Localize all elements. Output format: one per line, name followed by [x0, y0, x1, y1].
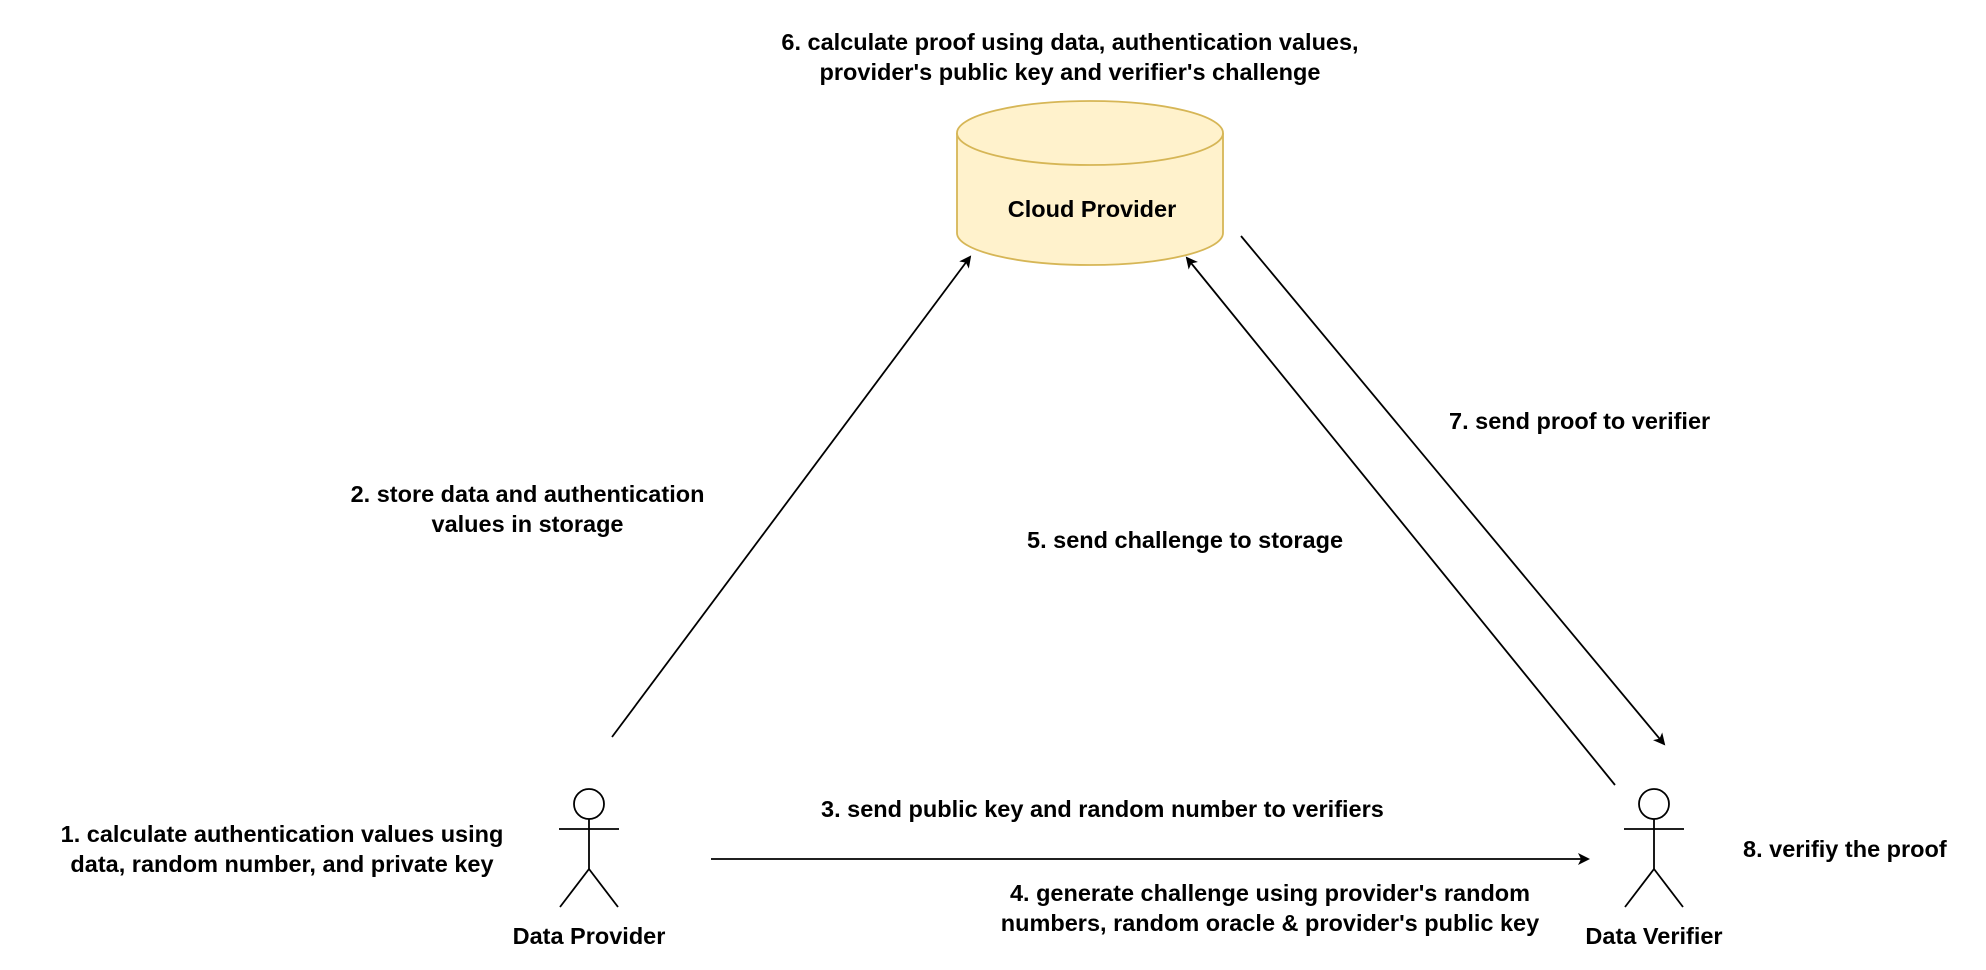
cloud-provider-node[interactable]: Cloud Provider [956, 100, 1224, 266]
step-2-line-1: 2. store data and authentication [350, 481, 705, 507]
cloud-provider-cylinder-body [956, 133, 1224, 266]
step-8-label: 8. verifiy the proof [1743, 834, 1947, 864]
arrow-store-data[interactable] [611, 255, 972, 738]
actor-head [573, 788, 605, 820]
cloud-provider-cylinder-top [956, 100, 1224, 166]
step-4-line-1: 4. generate challenge using provider's r… [1009, 880, 1531, 906]
actor-leg-right [588, 868, 619, 908]
step-1-line-2: data, random number, and private key [70, 851, 494, 877]
data-provider-actor[interactable] [559, 788, 619, 908]
step-6-line-2: provider's public key and verifier's cha… [819, 59, 1321, 85]
step-1-label: 1. calculate authentication values using… [12, 819, 552, 879]
step-6-label: 6. calculate proof using data, authentic… [700, 27, 1440, 87]
data-verifier-actor[interactable] [1624, 788, 1684, 908]
actor-leg-right [1653, 868, 1684, 908]
actor-head [1638, 788, 1670, 820]
actor-leg-left [559, 868, 590, 908]
step-8-line-1: 8. verifiy the proof [1743, 836, 1947, 862]
step-6-line-1: 6. calculate proof using data, authentic… [781, 29, 1359, 55]
data-provider-label: Data Provider [513, 923, 666, 949]
step-3-line-1: 3. send public key and random number to … [821, 796, 1384, 822]
step-2-line-2: values in storage [431, 511, 624, 537]
step-7-label: 7. send proof to verifier [1449, 406, 1710, 436]
data-verifier-label: Data Verifier [1585, 923, 1722, 949]
step-1-line-1: 1. calculate authentication values using [60, 821, 504, 847]
step-2-label: 2. store data and authentication values … [320, 479, 735, 539]
step-4-line-2: numbers, random oracle & provider's publ… [1000, 910, 1540, 936]
step-7-line-1: 7. send proof to verifier [1449, 408, 1711, 434]
step-5-line-1: 5. send challenge to storage [1027, 527, 1344, 553]
cloud-provider-label: Cloud Provider [1008, 196, 1176, 222]
step-4-label: 4. generate challenge using provider's r… [900, 878, 1640, 938]
step-5-label: 5. send challenge to storage [1027, 525, 1343, 555]
actor-leg-left [1624, 868, 1655, 908]
step-3-label: 3. send public key and random number to … [821, 794, 1384, 824]
arrow-send-proof[interactable] [1240, 235, 1666, 746]
arrow-send-challenge[interactable] [1185, 256, 1616, 786]
